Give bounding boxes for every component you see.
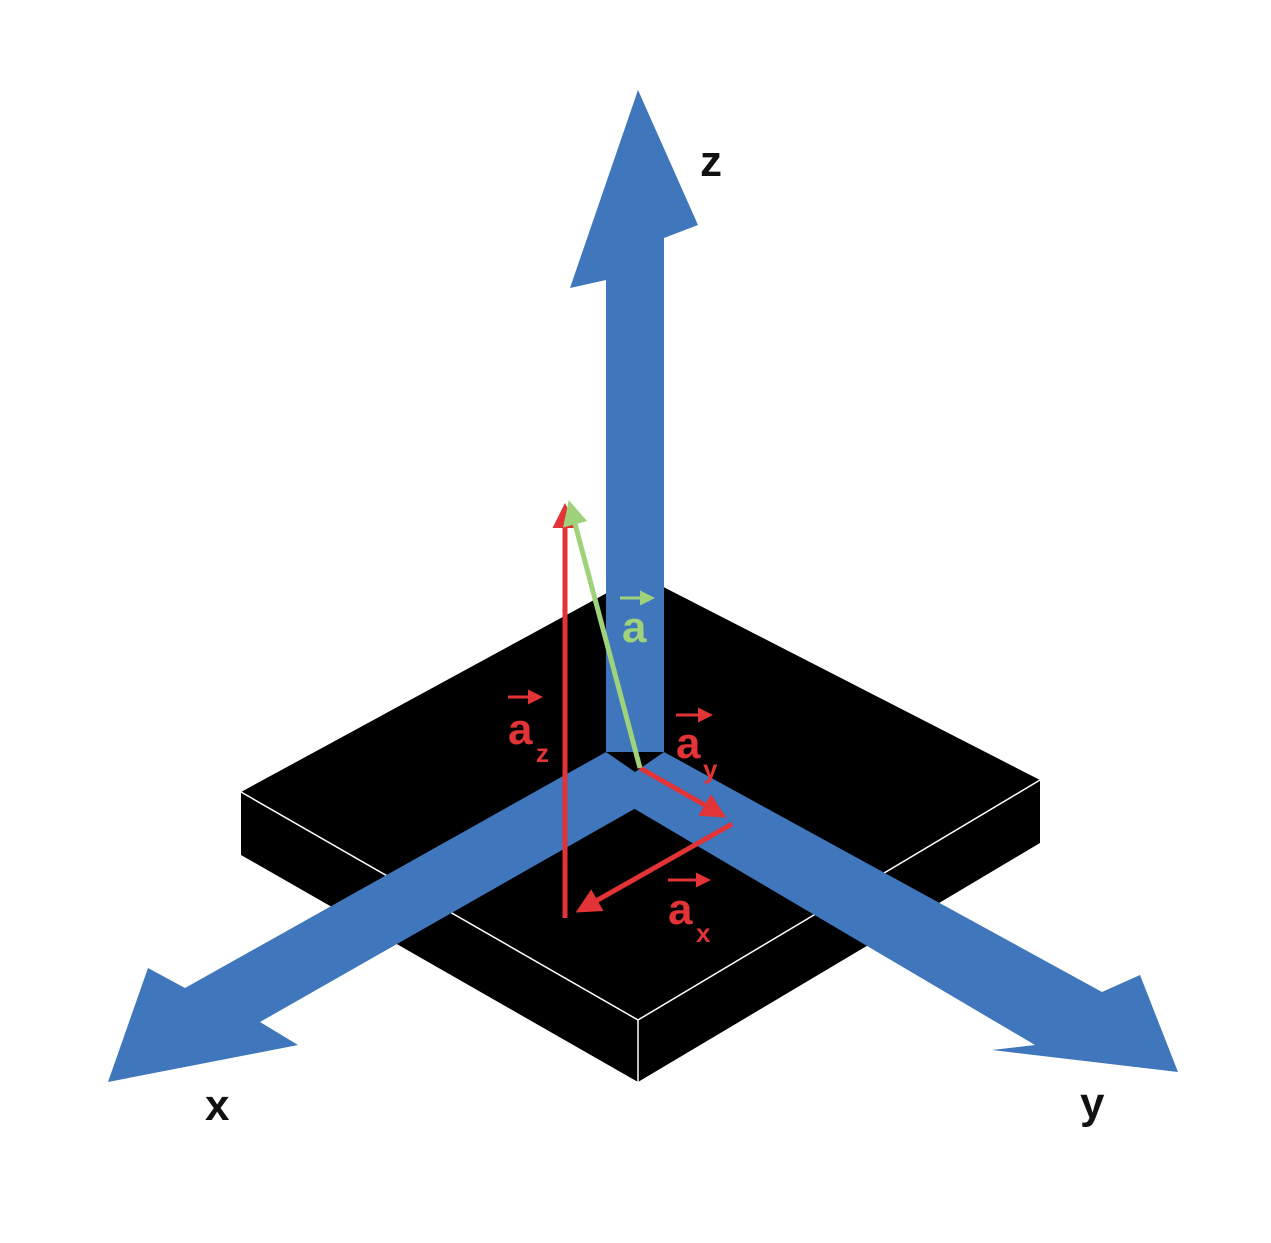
z-axis-label: z — [700, 137, 722, 186]
component-y-vector — [638, 765, 727, 818]
coordinate-axes — [108, 90, 1178, 1082]
component-y-label: a y — [676, 707, 718, 784]
x-axis-label: x — [205, 1081, 230, 1130]
y-axis-arrow — [606, 752, 1178, 1072]
component-x-subscript: x — [696, 918, 711, 948]
component-z-letter: a — [508, 705, 533, 754]
component-z-label: a z — [508, 689, 549, 768]
resultant-label: a — [620, 590, 655, 652]
component-z-subscript: z — [536, 738, 549, 768]
x-axis-arrow — [108, 752, 664, 1082]
z-axis-arrow — [570, 90, 698, 752]
resultant-letter: a — [622, 603, 647, 652]
plate-left-side — [241, 792, 638, 1082]
plate-right-side — [638, 780, 1040, 1082]
component-vectors — [552, 503, 734, 918]
component-y-letter: a — [676, 719, 701, 768]
resultant-vector — [563, 500, 643, 769]
component-x-vector — [575, 821, 734, 913]
component-x-letter: a — [668, 885, 693, 934]
y-axis-label: y — [1080, 1079, 1105, 1128]
component-y-subscript: y — [703, 754, 718, 784]
component-x-label: a x — [668, 872, 711, 948]
